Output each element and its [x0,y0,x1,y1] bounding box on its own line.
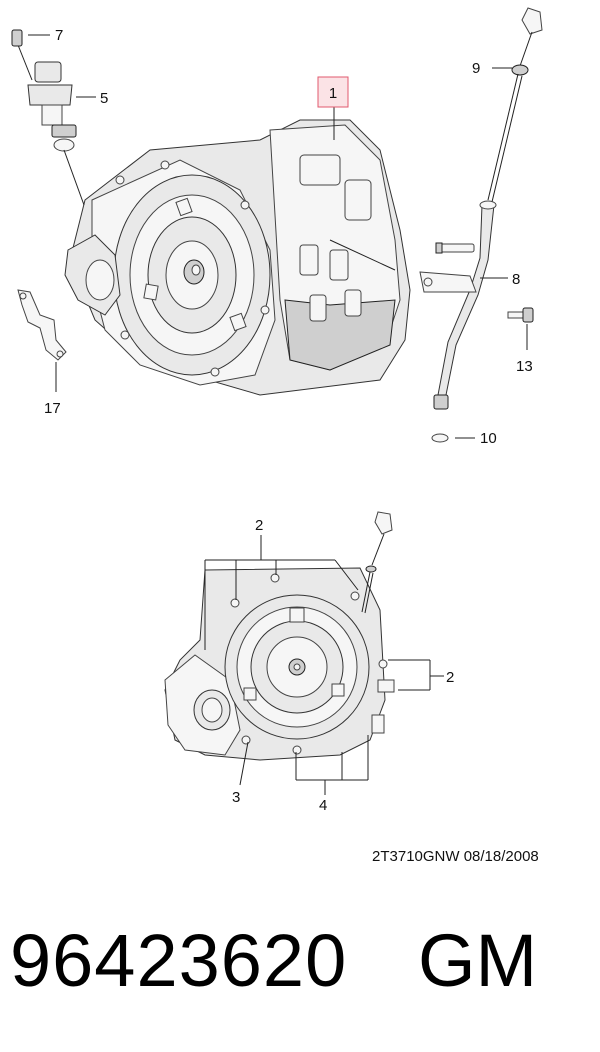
bracket [17,289,67,361]
callout-2-right: 2 [446,669,454,686]
transmission-front-view-illustration [164,511,395,761]
callout-2-top: 2 [255,517,263,534]
callout-3: 3 [232,789,240,806]
transmission-assembly-illustration [11,7,543,443]
diagram-reference-code: 2T3710GNW 08/18/2008 [372,848,539,865]
part-number: 96423620 [10,919,348,1002]
callout-1: 1 [329,85,337,102]
callout-5: 5 [100,90,108,107]
bolt [507,307,534,323]
callout-leaders-upper [28,34,528,439]
callout-7: 7 [55,27,63,44]
callout-17: 17 [44,400,61,417]
callout-13: 13 [516,358,533,375]
callout-leaders-lower [204,535,444,795]
brand-label: GM [418,919,538,1002]
speed-sensor-assembly [11,29,85,206]
callout-4: 4 [319,797,327,814]
dipstick-and-tube [419,7,543,443]
callout-8: 8 [512,271,520,288]
callout-box-item-1 [317,76,349,108]
callout-10: 10 [480,430,497,447]
callout-9: 9 [472,60,480,77]
